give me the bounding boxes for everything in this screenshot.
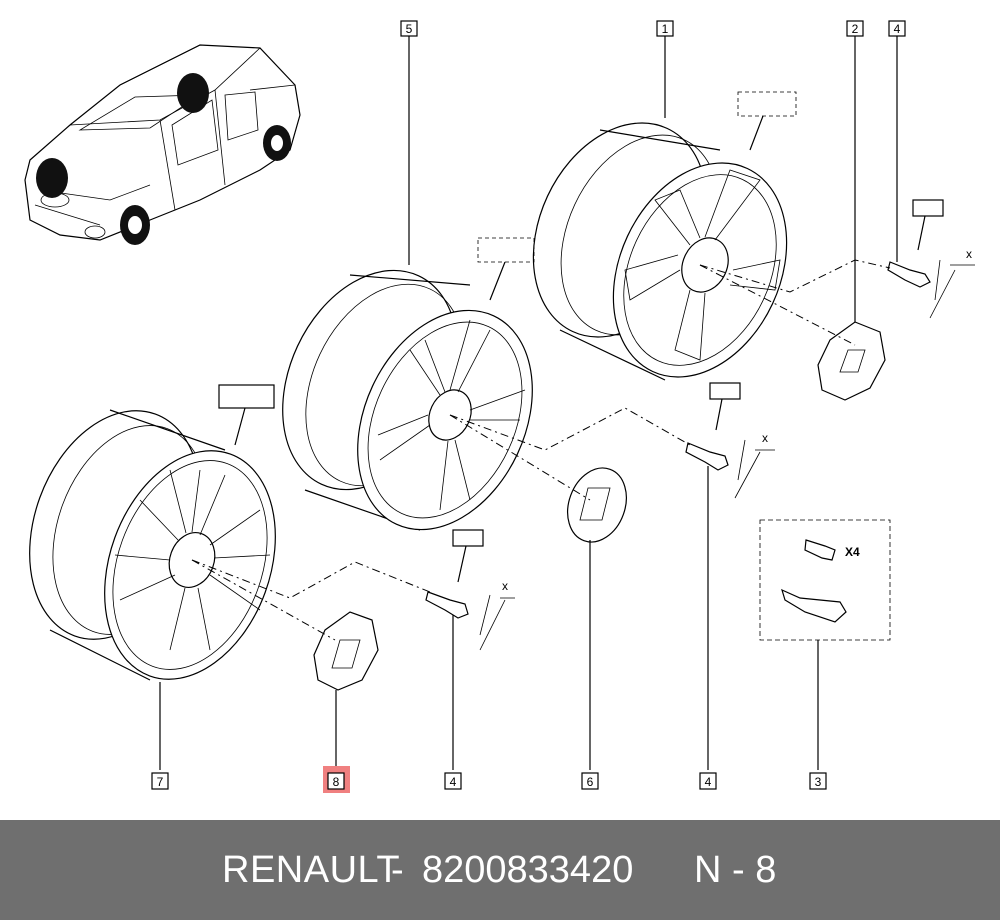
wheel-rim-1 (532, 122, 788, 381)
callout-box-7 (151, 772, 169, 790)
wheel-bolt-bottom (425, 591, 469, 619)
wheel-bolt-top (887, 261, 931, 288)
car-wheel-rear-left (177, 73, 209, 113)
callout-box-5 (400, 20, 418, 37)
callout-box-4c (699, 772, 717, 790)
dimension-x-bottom: x (502, 579, 508, 593)
callout-6: 6 (587, 775, 594, 789)
callout-box-1 (656, 20, 674, 37)
callout-box-8 (327, 772, 345, 790)
callout-4c: 4 (705, 775, 712, 789)
kit-quantity: X4 (845, 545, 860, 559)
car-wheel-front-left (36, 158, 68, 198)
callout-box-4b (444, 772, 462, 790)
wheel-rim-5 (282, 269, 533, 531)
callout-box-3 (809, 772, 827, 790)
callout-1: 1 (662, 22, 669, 36)
callout-4b: 4 (450, 775, 457, 789)
callout-7: 7 (157, 775, 164, 789)
part-number: 8200833420 (422, 849, 634, 891)
dimension-x-top: x (966, 247, 972, 261)
hub-cap-6 (567, 467, 627, 543)
callout-2: 2 (852, 22, 859, 36)
brand-name: RENAULT (222, 849, 401, 891)
hub-cap-8 (313, 611, 379, 691)
callout-box-2 (846, 20, 864, 37)
bolt-kit-3 (759, 519, 891, 641)
callout-4a: 4 (894, 22, 901, 36)
callout-box-4a (888, 20, 906, 37)
hub-cap-2 (817, 321, 886, 401)
footer-bar: RENAULT - 8200833420 N - 8 (0, 820, 1000, 920)
callout-5: 5 (406, 22, 413, 36)
wheel-bolt-middle (685, 442, 729, 471)
parts-diagram: .ln { fill: none; stroke: #000; stroke-w… (24, 20, 975, 793)
wheel-rim-7 (29, 409, 276, 681)
callout-box-6 (581, 772, 599, 790)
callout-3: 3 (815, 775, 822, 789)
car-illustration (24, 44, 301, 245)
separator: - (391, 849, 404, 891)
dimension-x-middle: x (762, 431, 768, 445)
callout-8: 8 (333, 775, 340, 789)
diagram-position: N - 8 (694, 849, 777, 891)
